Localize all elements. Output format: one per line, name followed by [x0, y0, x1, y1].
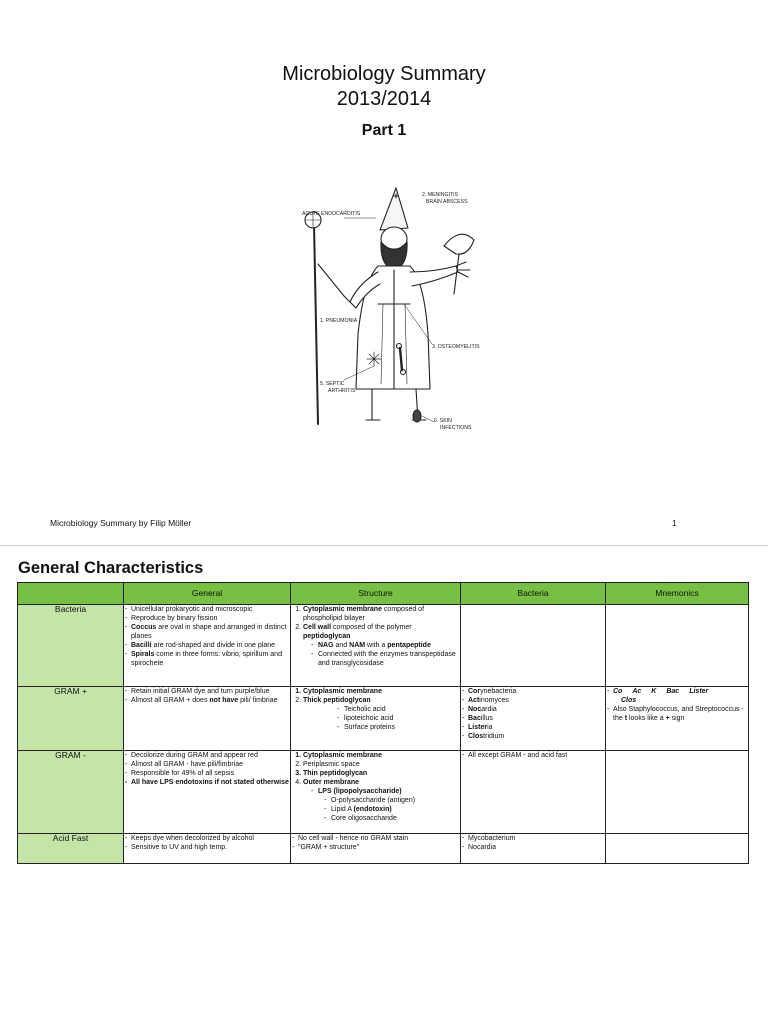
list-item: Sensitive to UV and high temp. [124, 843, 290, 852]
list-item: Nocardia [461, 843, 605, 852]
label-brain-abscess: BRAIN ABSCESS [426, 199, 468, 205]
row-label-gram-positive: GRAM + [17, 686, 124, 751]
label-pneumonia: 1. PNEUMONIA [320, 318, 358, 324]
acid-fast-structure: No cell wall - hence no GRAM stain "GRAM… [290, 833, 461, 864]
list-item: Unicellular prokaryotic and microscopic [124, 605, 290, 614]
page-number: 1 [672, 518, 677, 528]
bacteria-structure: Cytoplasmic membrane composed of phospho… [290, 604, 461, 687]
list-item: Almost all GRAM + does not have pili/ fi… [124, 696, 290, 705]
label-acute-endocarditis: ACUTE ENDOCARDITIS [302, 211, 361, 217]
acid-fast-general: Keeps dye when decolorized by alcohol Se… [123, 833, 291, 864]
label-infections: INFECTIONS [440, 425, 472, 431]
bacteria-mnemonics [605, 604, 749, 687]
gram-negative-general: Decolorize during GRAM and appear red Al… [123, 750, 291, 834]
list-item: Also Staphylococcus, and Streptococcus -… [606, 705, 748, 723]
label-skin: 6. SKIN [434, 418, 452, 424]
list-item: LPS (lipopolysaccharide) O-polysaccharid… [311, 787, 460, 823]
table-row: GRAM + Retain initial GRAM dye and turn … [17, 686, 749, 751]
gram-positive-bacteria: Corynebacteria Actinomyces Nocardia Baci… [460, 686, 606, 751]
header-row: General Structure Bacteria Mnemonics [17, 582, 749, 605]
list-item: NAG and NAM with a pentapeptide [311, 641, 460, 650]
list-item: Thin peptidoglycan [303, 769, 460, 778]
label-meningitis: 2. MENINGITIS [422, 192, 459, 198]
list-item: Decolorize during GRAM and appear red [124, 751, 290, 760]
bacteria-general: Unicellular prokaryotic and microscopic … [123, 604, 291, 687]
section-title: General Characteristics [18, 559, 204, 577]
list-item: Teicholic acid [337, 705, 460, 714]
header-bacteria: Bacteria [460, 582, 606, 605]
list-item: All except GRAM - and acid fast [461, 751, 605, 760]
list-item: O-polysaccharide (antigen) [324, 796, 460, 805]
staphylococcus-wizard-illustration: ACUTE ENDOCARDITIS 2. MENINGITIS BRAIN A… [302, 187, 480, 431]
label-septic: 5. SEPTIC [320, 381, 345, 387]
list-item: Reproduce by binary fission [124, 614, 290, 623]
list-item: No cell wall - hence no GRAM stain [291, 834, 460, 843]
header-mnemonics: Mnemonics [605, 582, 749, 605]
row-label-bacteria: Bacteria [17, 604, 124, 687]
header-general: General [123, 582, 291, 605]
title-line-1: Microbiology Summary [282, 63, 486, 85]
list-item: Outer membrane LPS (lipopolysaccharide) … [303, 778, 460, 823]
gram-positive-general: Retain initial GRAM dye and turn purple/… [123, 686, 291, 751]
list-item: Retain initial GRAM dye and turn purple/… [124, 687, 290, 696]
list-item: Mycobacterium [461, 834, 605, 843]
list-item: lipoteichoic acid [337, 714, 460, 723]
page-divider [0, 545, 768, 546]
list-item: Clostridium [461, 732, 605, 741]
gram-negative-mnemonics [605, 750, 749, 834]
header-structure: Structure [290, 582, 461, 605]
list-item: All have LPS endotoxins if not stated ot… [124, 778, 290, 787]
list-item: Cytoplasmic membrane [303, 687, 460, 696]
acid-fast-bacteria: Mycobacterium Nocardia [460, 833, 606, 864]
list-item: Responsible for 49% of all sepsis [124, 769, 290, 778]
list-item: Listeria [461, 723, 605, 732]
list-item: Lipid A (endotoxin) [324, 805, 460, 814]
bacteria-bacteria [460, 604, 606, 687]
list-item: Corynebacteria [461, 687, 605, 696]
table-row: Acid Fast Keeps dye when decolorized by … [17, 833, 749, 864]
title-line-2: 2013/2014 [336, 88, 432, 110]
list-item: Nocardia [461, 705, 605, 714]
acid-fast-mnemonics [605, 833, 749, 864]
cover-title: Microbiology Summary 2013/2014 Part 1 [0, 62, 768, 143]
characteristics-table: General Structure Bacteria Mnemonics Bac… [17, 582, 749, 864]
header-empty [17, 582, 124, 605]
list-item: Keeps dye when decolorized by alcohol [124, 834, 290, 843]
list-item: Actinomyces [461, 696, 605, 705]
row-label-acid-fast: Acid Fast [17, 833, 124, 864]
label-osteomyelitis: 3. OSTEOMYELITIS [432, 344, 480, 350]
gram-negative-structure: Cytoplasmic membrane Periplasmic space T… [290, 750, 461, 834]
list-item: Spirals come in three forms: vibrio, spi… [124, 650, 290, 668]
list-item: "GRAM + structure" [291, 843, 460, 852]
list-item: Periplasmic space [303, 760, 460, 769]
label-arthritis: ARTHRITIS [328, 388, 356, 394]
list-item: Bacillus [461, 714, 605, 723]
list-item: Almost all GRAM - have pili/fimbriae [124, 760, 290, 769]
list-item: Thick peptidoglycan Teicholic acid lipot… [303, 696, 460, 732]
list-item: Cytoplasmic membrane [303, 751, 460, 760]
list-item: Connected with the enzymes transpeptidas… [311, 650, 460, 668]
cover-page: Microbiology Summary 2013/2014 Part 1 [0, 62, 768, 528]
list-item: Surface proteins [337, 723, 460, 732]
table-row: GRAM - Decolorize during GRAM and appear… [17, 750, 749, 834]
gram-positive-structure: Cytoplasmic membrane Thick peptidoglycan… [290, 686, 461, 751]
list-item: Cell wall composed of the polymer peptid… [303, 623, 460, 668]
footer-author: Microbiology Summary by Filip Möller [50, 518, 192, 528]
subtitle: Part 1 [361, 122, 407, 139]
list-item: Cytoplasmic membrane composed of phospho… [303, 605, 460, 623]
gram-negative-bacteria: All except GRAM - and acid fast [460, 750, 606, 834]
list-item: Bacilli are rod-shaped and divide in one… [124, 641, 290, 650]
row-label-gram-negative: GRAM - [17, 750, 124, 834]
list-item: Coccus are oval in shape and arranged in… [124, 623, 290, 641]
table-row: Bacteria Unicellular prokaryotic and mic… [17, 604, 749, 687]
list-item: Core oligosaccharide [324, 814, 460, 823]
